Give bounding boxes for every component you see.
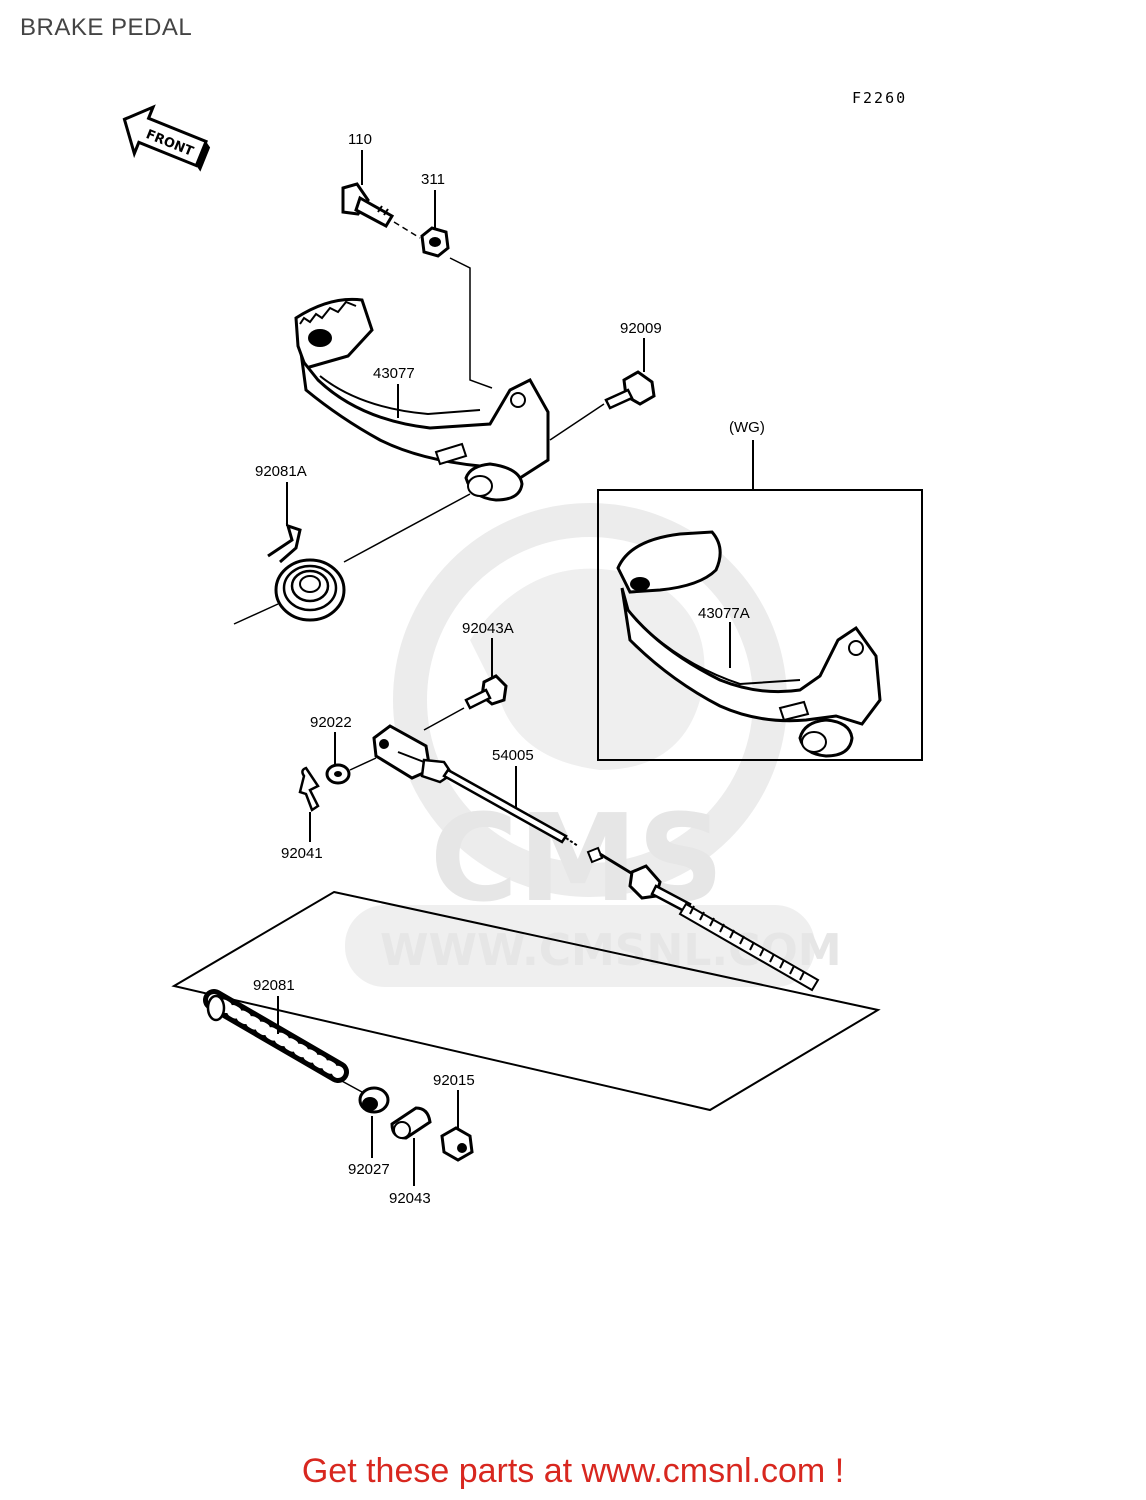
collar-92043-icon [390, 1106, 432, 1140]
footer-link[interactable]: Get these parts at www.cmsnl.com ! [301, 1452, 845, 1490]
part-label-311: 311 [421, 171, 445, 188]
part-label-92043A: 92043A [462, 620, 514, 637]
assembly-frame [171, 890, 881, 1112]
watermark: CMS WWW.CMSNL.COM [345, 503, 842, 987]
washer-92022-icon [325, 763, 351, 785]
part-label-92009: 92009 [620, 320, 662, 337]
diagram-code: F2260 [852, 89, 907, 107]
brake-pedal-43077-icon [294, 297, 550, 502]
watermark-url: WWW.CMSNL.COM [380, 925, 842, 976]
part-label-92081A: 92081A [255, 463, 307, 480]
nut-311-icon [420, 226, 450, 258]
part-label-43077: 43077 [373, 365, 415, 382]
rod-54005-icon [372, 724, 579, 847]
pin-92043A-icon [464, 674, 508, 710]
page-title: BRAKE PEDAL [20, 14, 193, 41]
bolt-110-icon [341, 182, 395, 228]
part-label-92041: 92041 [281, 845, 323, 862]
brake-pedal-43077A-icon [616, 530, 882, 758]
part-label-110: 110 [348, 131, 372, 148]
variant-label: (WG) [729, 419, 765, 436]
cotter-pin-92041-icon [298, 766, 320, 812]
part-label-92027: 92027 [348, 1161, 390, 1178]
part-label-54005: 54005 [492, 747, 534, 764]
variant-box [597, 489, 923, 761]
part-label-43077A: 43077A [698, 605, 750, 622]
spring-92081-icon [203, 989, 349, 1083]
washer-92027-icon [358, 1086, 390, 1114]
threaded-rod-icon [586, 846, 820, 992]
spring-92081A-icon [267, 523, 346, 622]
part-label-92081: 92081 [253, 977, 295, 994]
nut-92015-icon [440, 1126, 474, 1162]
part-label-92043: 92043 [389, 1190, 431, 1207]
part-label-92015: 92015 [433, 1072, 475, 1089]
part-label-92022: 92022 [310, 714, 352, 731]
bolt-92009-icon [604, 370, 656, 410]
front-arrow-icon: FRONT [122, 104, 211, 172]
